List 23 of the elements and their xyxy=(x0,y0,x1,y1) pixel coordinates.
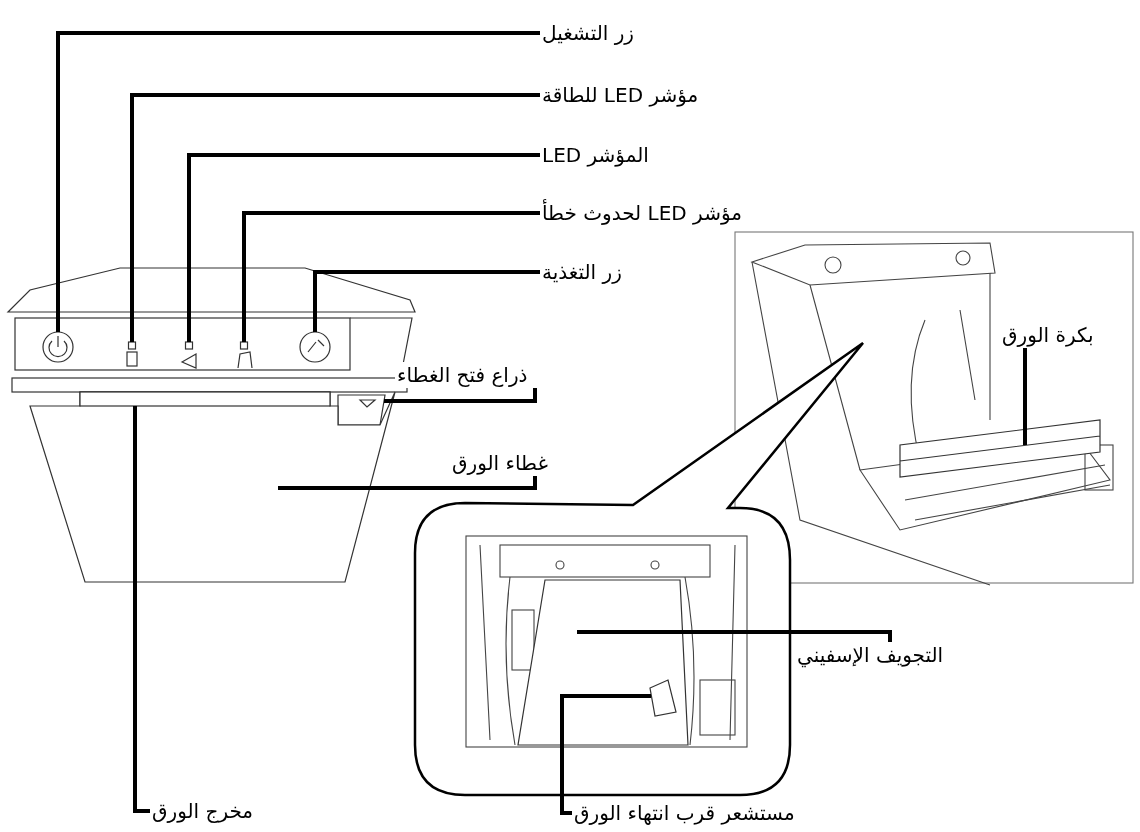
leader-line xyxy=(560,694,651,815)
leader-line xyxy=(1023,348,1027,445)
part-label: مؤشر LED لحدوث خطأ xyxy=(540,200,744,226)
leader-line xyxy=(56,31,540,332)
leader-line xyxy=(130,93,540,342)
led-indicator xyxy=(184,341,194,350)
paper-sensor xyxy=(649,679,677,717)
leader-line xyxy=(313,270,540,332)
power-button xyxy=(42,331,74,363)
paper-exit-slot xyxy=(79,391,331,407)
paper-roll xyxy=(899,419,1101,478)
part-label: ذراع فتح الغطاء xyxy=(395,362,530,388)
paper-cover xyxy=(29,391,396,583)
led-indicator xyxy=(239,341,249,350)
feed-button xyxy=(299,331,331,363)
leader-line xyxy=(384,388,537,403)
leader-line xyxy=(133,406,150,813)
leader-line xyxy=(577,630,892,642)
leader-line xyxy=(187,153,540,342)
cover-lever xyxy=(337,394,386,426)
leader-line xyxy=(278,476,537,490)
led-indicator xyxy=(127,341,137,350)
leader-line xyxy=(242,211,540,342)
